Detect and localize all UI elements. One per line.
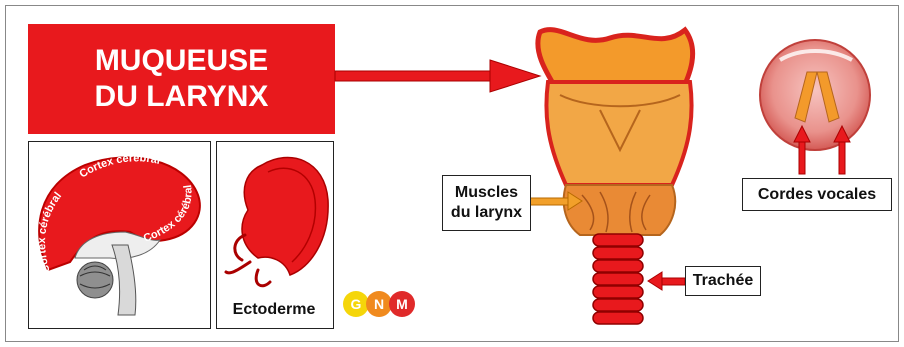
- logo-m: M: [389, 291, 415, 317]
- trachea-arrow: [648, 272, 685, 290]
- muscles-label: Muscles du larynx: [442, 175, 531, 231]
- muscles-label-line-1: Muscles: [451, 183, 522, 203]
- brain-illustration: [39, 157, 200, 315]
- embryo-caption: Ectoderme: [233, 301, 316, 318]
- vocal-cords-illustration: [760, 40, 870, 150]
- main-arrow: [335, 60, 540, 92]
- muscles-label-line-2: du larynx: [451, 203, 522, 223]
- vocal-cords-label-text: Cordes vocales: [758, 186, 876, 204]
- trachea-label: Trachée: [685, 266, 761, 296]
- embryo-illustration: [226, 158, 328, 286]
- trachea-label-text: Trachée: [693, 272, 753, 290]
- vocal-cords-label: Cordes vocales: [742, 178, 892, 211]
